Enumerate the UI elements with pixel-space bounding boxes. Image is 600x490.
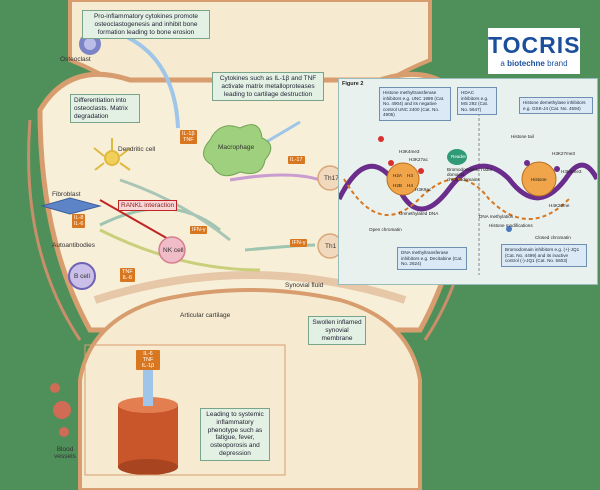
autoantibodies-label: Autoantibodies — [52, 242, 96, 249]
h4k20me-label: H4K20me — [549, 203, 570, 208]
h3k9me3-label: H3K9me3 — [561, 169, 582, 174]
h3-label: H3 — [407, 173, 413, 178]
articular-cartilage — [93, 271, 407, 304]
hmt-inhibitor-box: Histone methyltransferase inhibitors e.g… — [379, 87, 451, 121]
th17-label: Th17 — [324, 175, 339, 182]
h3k27ac-label: H3K27ac — [409, 157, 428, 162]
histone-label: Histone — [531, 177, 547, 182]
reader-label: Reader — [451, 154, 467, 159]
osteoclast-label: Osteoclast — [60, 56, 91, 63]
logo-name: TOCRIS — [488, 32, 581, 58]
dendritic-label: Dendritic cell — [118, 146, 156, 153]
membrane-box: Swollen inflamed synovial membrane — [308, 316, 366, 346]
h2a-label: H2A — [393, 173, 402, 178]
cartilage-label: Articular cartilage — [180, 312, 231, 319]
histone-mods-label: Histone modifications — [489, 223, 533, 228]
logo-tagline: a biotechne brand — [500, 59, 568, 68]
hdac-inhibitor-box: HDAC inhibitors e.g. MS 292 (Cat. No. 56… — [457, 87, 497, 115]
th1-label: Th1 — [325, 243, 337, 250]
nk-cell-icon — [158, 236, 186, 264]
rankl-label: RANKL interaction — [118, 200, 178, 211]
h3k4me3-label: H3K4me3 — [399, 149, 420, 154]
unmethylated-label: Unmethylated DNA — [399, 211, 439, 216]
closed-chromatin-label: Closed chromatin — [535, 235, 571, 240]
differentiation-box: Differentiation into osteoclasts. Matrix… — [70, 94, 140, 124]
dnmt-inhibitor-box: DNA methyltransferase inhibitors e.g. De… — [397, 247, 467, 270]
chromatin-illustration — [339, 113, 597, 275]
h3k27me3-label: H3K27me3 — [552, 151, 575, 156]
systemic-box: Leading to systemic inflammatory phenoty… — [200, 408, 270, 461]
macrophage-label: Macrophage — [218, 144, 255, 151]
b-cell-icon — [68, 262, 96, 290]
bcell-label: B cell — [74, 273, 90, 280]
macrophage-icon — [203, 124, 272, 177]
fibroblast-icon — [40, 197, 102, 215]
dna-methylation-label: DNA methylation — [479, 214, 514, 219]
tag-ifng-th1: IFN-γ — [290, 239, 308, 248]
fibroblast-label: Fibroblast — [52, 191, 81, 198]
figure2-panel: Figure 2 Histone methyltransferase inhib… — [338, 78, 598, 285]
dendritic-cell-icon — [93, 138, 131, 171]
h3k9ac-label: H3K9ac — [415, 187, 432, 192]
tocris-logo: TOCRIS a biotechne brand — [488, 28, 580, 74]
blood-vessel-icon — [118, 362, 178, 475]
reader-desc: Bromodomains, Tudor domains, chromodomai… — [447, 167, 493, 182]
hdm-inhibitor-box: Histone demethylase inhibitors e.g. GSK-… — [519, 97, 593, 114]
brd-inhibitor-box: Bromodomain inhibitors e.g. (+)-JQ1 (Cat… — [501, 244, 587, 267]
blood-vessels-label: Blood vessels — [54, 446, 76, 460]
histone-tail-label: Histone tail — [511, 134, 534, 139]
synovial-label: Synovial fluid — [285, 282, 324, 289]
figure2-title: Figure 2 — [342, 81, 364, 87]
cytokine-box: Pro-inflammatory cytokines promote osteo… — [82, 10, 210, 40]
h4-label: H4 — [407, 183, 413, 188]
h2b-label: H2B — [393, 183, 402, 188]
tag-ifng-nk: IFN-γ — [190, 226, 208, 235]
tag-il17: IL-17 — [288, 156, 305, 165]
mmp-box: Cytokines such as IL-1β and TNF activate… — [212, 72, 324, 102]
open-chromatin-label: Open chromatin — [369, 227, 402, 232]
nkcell-label: NK cell — [163, 247, 184, 254]
